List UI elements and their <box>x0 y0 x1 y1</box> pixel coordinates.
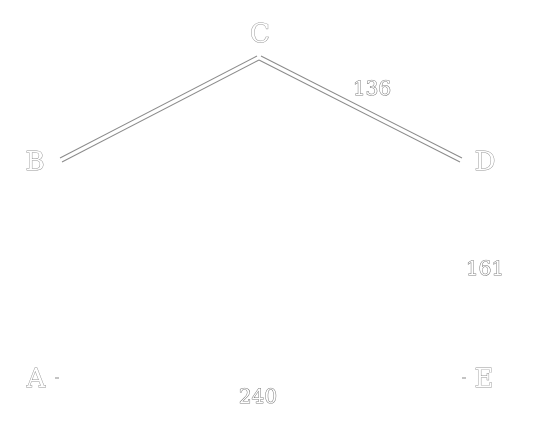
edge-d-e-weight: 161 <box>466 256 504 280</box>
edge-b-c <box>59 55 260 163</box>
node-a-label: A <box>26 364 47 394</box>
edge-c-d-weight: 136 <box>353 76 391 100</box>
node-e-label: E <box>475 364 494 394</box>
node-c-label: C <box>250 19 270 49</box>
node-b-label: B <box>25 147 44 177</box>
edge-a-e-weight: 240 <box>239 384 277 408</box>
edge-c-d <box>258 55 463 163</box>
node-d-label: D <box>475 147 496 177</box>
